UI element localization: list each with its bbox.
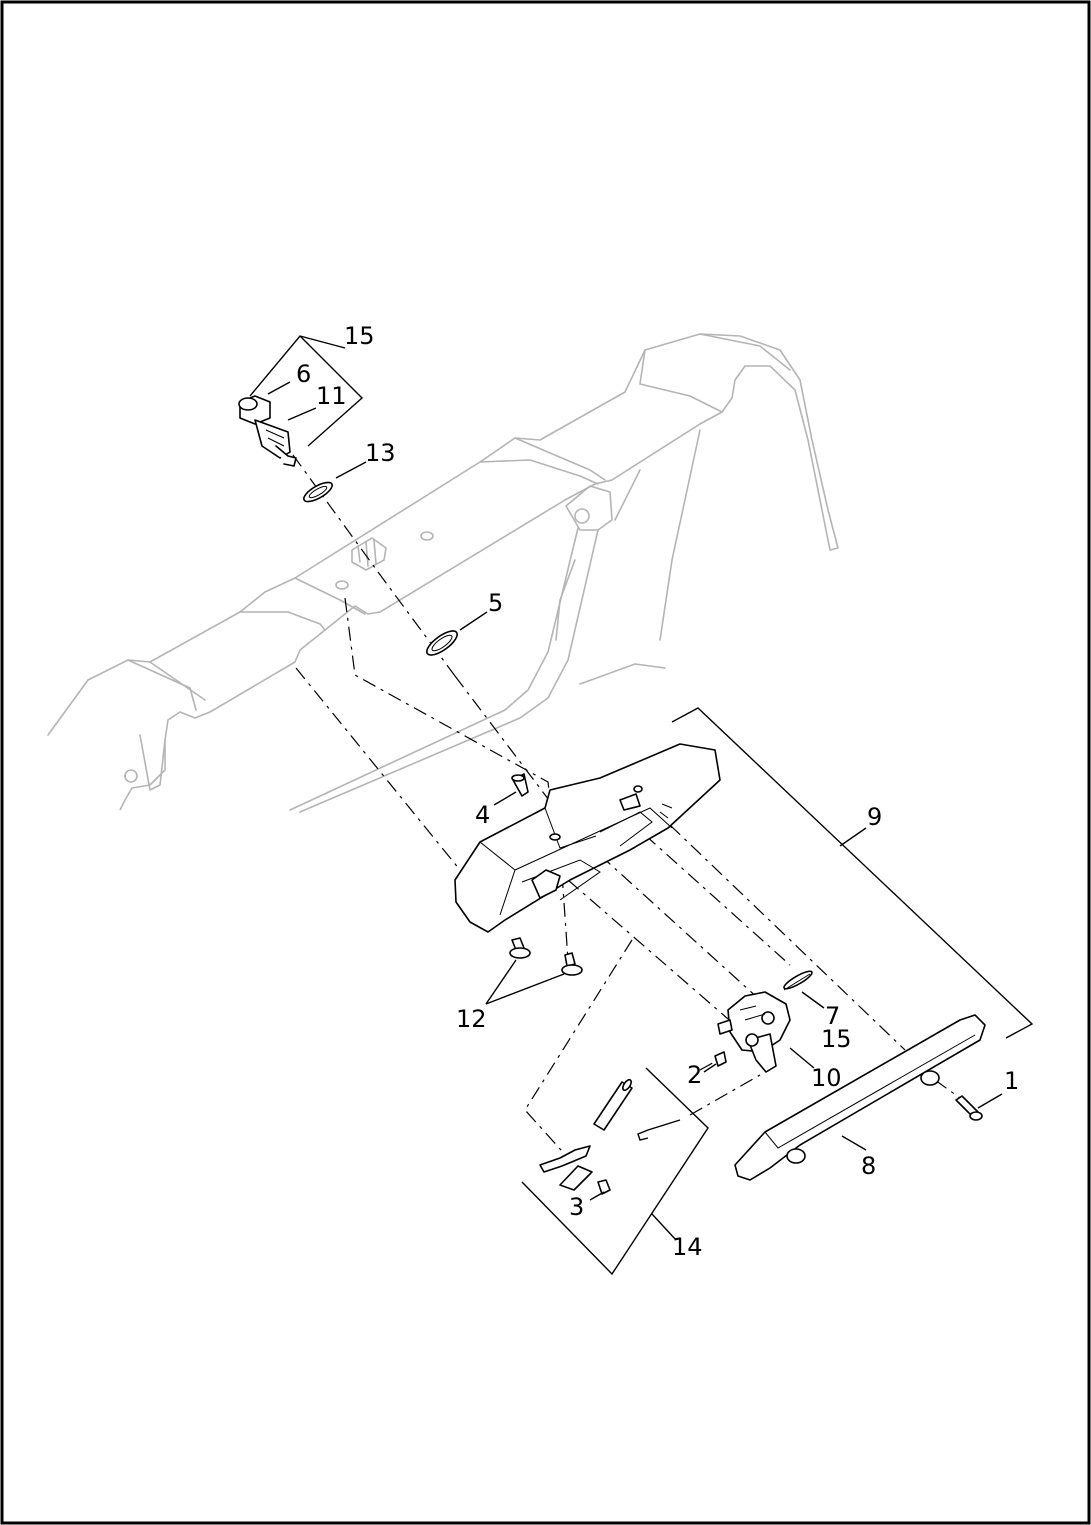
callout-1: 1 (1004, 1067, 1019, 1095)
callout-6: 6 (296, 360, 311, 388)
studs-12 (509, 937, 583, 976)
callout-4: 4 (475, 801, 490, 829)
callout-14: 14 (672, 1233, 703, 1261)
callout-9: 9 (867, 803, 882, 831)
callout-2: 2 (687, 1061, 702, 1089)
kit-parts-14 (539, 1078, 681, 1195)
callout-3: 3 (569, 1193, 584, 1221)
pin-2 (714, 1051, 727, 1067)
screw-4 (511, 773, 529, 797)
o-ring-5 (426, 630, 458, 656)
trim-bar (734, 1014, 986, 1181)
callout-13: 13 (365, 439, 396, 467)
callout-15-lock: 15 (344, 322, 375, 350)
callout-5: 5 (488, 589, 503, 617)
callout-labels: 15 6 11 13 5 4 9 12 7 15 2 10 1 8 3 14 (296, 322, 1019, 1261)
assembly-lines (292, 454, 961, 1161)
latch-mechanism (717, 991, 791, 1073)
callout-10: 10 (811, 1064, 842, 1092)
latch-housing (454, 743, 721, 933)
callout-11: 11 (316, 382, 347, 410)
callout-15-latch: 15 (821, 1025, 852, 1053)
callout-12: 12 (456, 1005, 487, 1033)
callout-leaders (249, 335, 1034, 1276)
spring-7 (783, 970, 813, 991)
saddlebag-rail-ghost (47, 333, 839, 813)
o-ring-13 (303, 481, 333, 503)
callout-8: 8 (861, 1152, 876, 1180)
screw-1 (955, 1095, 983, 1121)
callout-7: 7 (825, 1002, 840, 1030)
lock-cylinder (238, 395, 297, 467)
